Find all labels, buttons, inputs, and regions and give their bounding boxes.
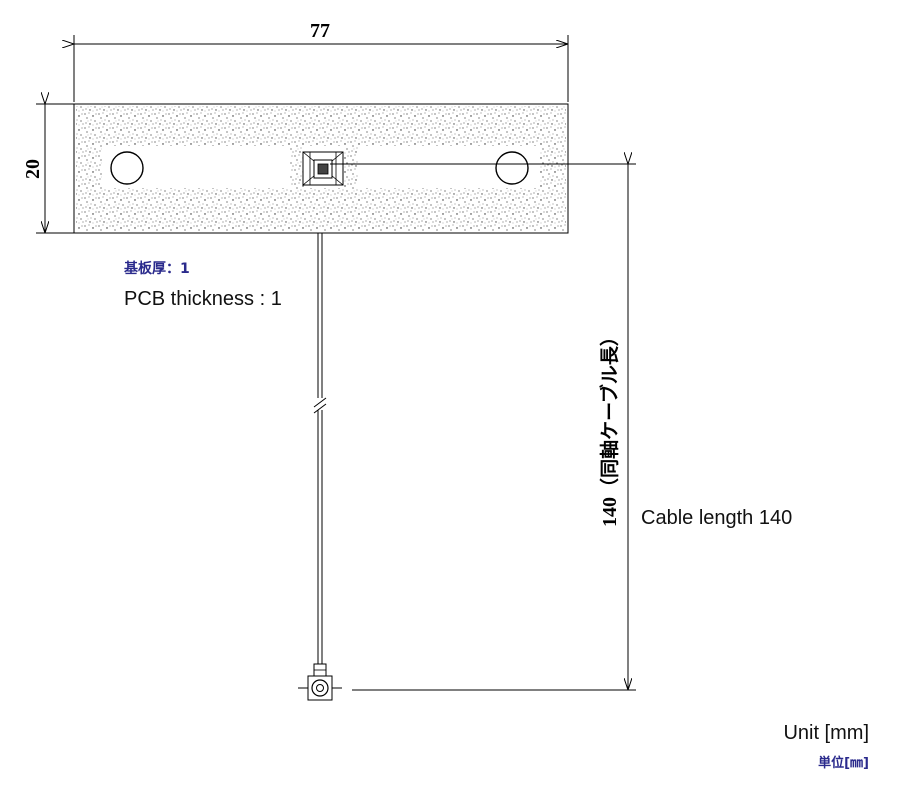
cable-length-label: 140（同軸ケーブル長） (598, 327, 621, 527)
mounting-hole-left (110, 151, 144, 185)
cable-length-en: Cable length 140 (641, 507, 793, 529)
cable-length-dimension: 140（同軸ケーブル長） (598, 164, 628, 690)
width-value: 77 (310, 20, 330, 42)
pcb-thickness-jp: 基板厚：1 (124, 261, 190, 277)
unit-en: Unit [mm] (783, 722, 869, 744)
feed-point (302, 151, 344, 186)
height-dimension: 20 (22, 104, 74, 234)
pcb-board (73, 103, 569, 234)
unit-jp: 単位[㎜] (818, 756, 869, 771)
pcb-thickness-en: PCB thickness : 1 (124, 288, 282, 310)
height-value: 20 (22, 159, 44, 179)
mounting-hole-right (495, 151, 529, 185)
width-dimension: 77 (74, 20, 569, 102)
cable-connector (298, 663, 342, 701)
coaxial-cable (313, 233, 327, 664)
